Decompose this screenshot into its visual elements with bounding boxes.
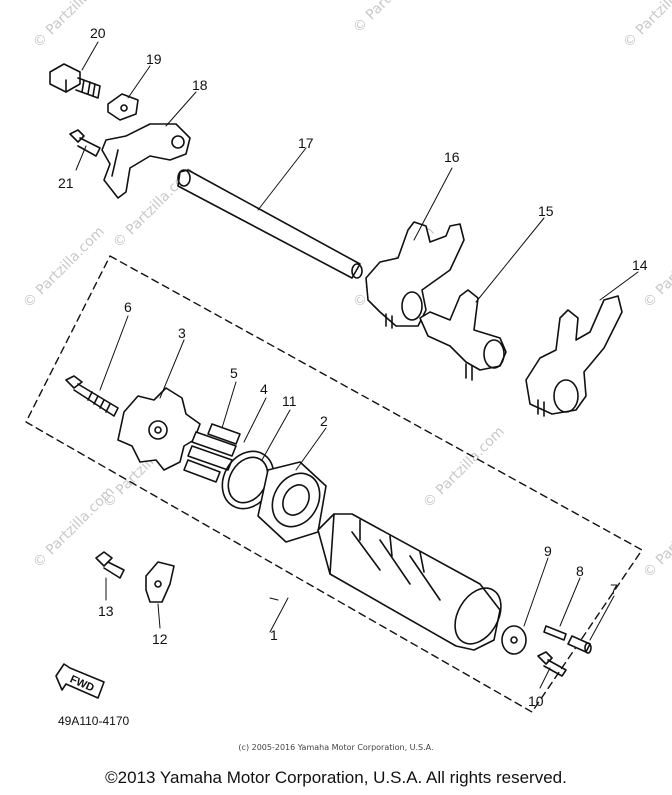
shift-drum-exploded-diagram: FWD: [25, 41, 643, 713]
pins-4-5: [183, 423, 241, 483]
callout-3: 3: [178, 325, 186, 341]
bolt-13: [95, 551, 125, 579]
callout-14: 14: [632, 257, 648, 273]
pin-8: [543, 625, 567, 641]
assembly-boundary: [25, 255, 643, 713]
callout-13: 13: [98, 603, 114, 619]
callout-20: 20: [90, 25, 106, 41]
shift-fork-14: [525, 295, 623, 417]
guide-bar-17: [177, 169, 363, 279]
shift-drum-1: [317, 513, 502, 651]
footer-copyright: ©2013 Yamaha Motor Corporation, U.S.A. A…: [105, 768, 567, 787]
callout-7: 7: [610, 581, 618, 597]
callout-5: 5: [230, 365, 238, 381]
washer-9: [501, 625, 527, 655]
callout-12: 12: [152, 631, 168, 647]
callout-21: 21: [58, 175, 74, 191]
stopper-lever-18: [101, 123, 191, 199]
callout-6: 6: [124, 299, 132, 315]
plate-12: [145, 561, 175, 603]
fwd-arrow-icon: [55, 663, 105, 699]
callout-18: 18: [192, 77, 208, 93]
lock-plate-19: [107, 93, 139, 121]
callout-10: 10: [528, 693, 544, 709]
callout-2: 2: [320, 413, 328, 429]
callout-17: 17: [298, 135, 314, 151]
shift-fork-15: [419, 289, 507, 381]
segment-3: [117, 387, 201, 471]
shift-fork-16: [365, 221, 465, 329]
inner-copyright: (c) 2005-2016 Yamaha Motor Corporation, …: [238, 743, 434, 752]
callout-15: 15: [538, 203, 554, 219]
bolt-21: [69, 129, 101, 157]
callout-8: 8: [576, 563, 584, 579]
bolt-10: [537, 651, 567, 677]
callout-16: 16: [444, 149, 460, 165]
callout-9: 9: [544, 543, 552, 559]
bolt-20: [49, 63, 101, 99]
bolt-6: [65, 375, 119, 417]
callout-1: 1: [270, 627, 278, 643]
part-code: 49A110-4170: [58, 714, 130, 728]
callout-19: 19: [146, 51, 162, 67]
callout-11: 11: [282, 393, 297, 409]
callout-4: 4: [260, 381, 268, 397]
pin-7: [567, 635, 592, 654]
